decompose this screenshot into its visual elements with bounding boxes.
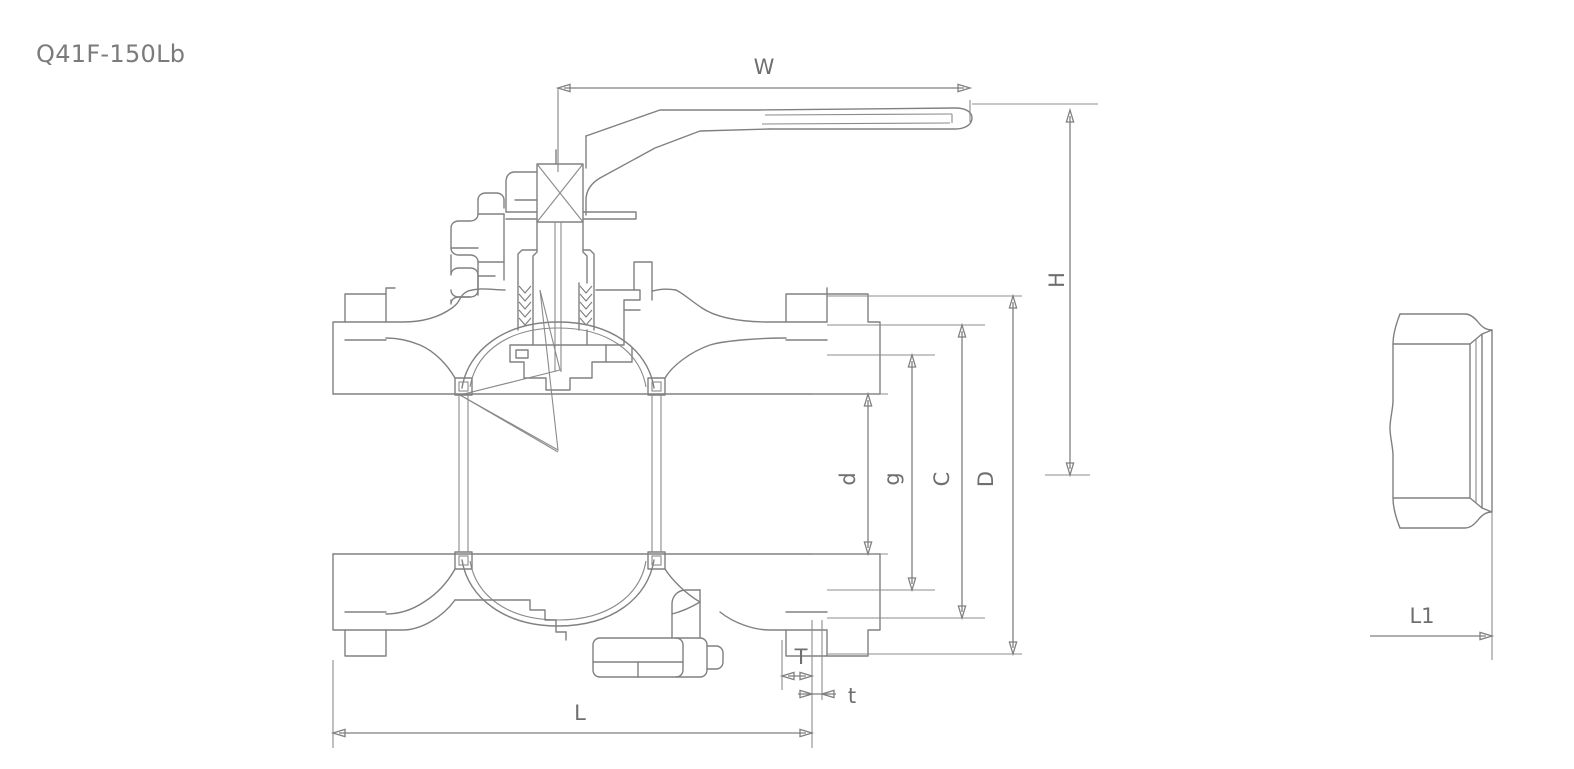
dimension-label-C: C [930,472,954,487]
dimension-T: T [779,645,815,681]
body-shell-upper [332,287,881,395]
extension-lines-right [781,295,1022,700]
flange-end-view [1389,313,1493,529]
packing-chevrons-right [578,282,595,331]
dimension-label-g: g [880,472,904,485]
page-title: Q41F-150Lb [36,40,186,68]
bonnet-stem-column [517,221,595,372]
dimension-label-L: L [574,701,586,725]
packing-chevrons-left [517,282,534,331]
dimension-t: t [798,684,856,708]
valve-seats [454,377,666,570]
dimension-label-t: t [848,684,856,708]
dimension-W: W [555,55,973,172]
bore-lines [332,393,881,555]
dimension-g: g [880,352,917,593]
bonnet-joint [509,261,653,391]
dimension-D: D [974,293,1018,657]
dimension-L1: L1 [1370,512,1495,660]
dimension-label-D: D [974,471,998,487]
stem-nut [536,149,584,223]
dimension-label-d: d [836,472,860,485]
stop-plate [505,171,637,220]
dimension-label-T: T [794,645,808,669]
dimension-label-L1: L1 [1409,604,1434,628]
lever-handle [585,107,973,216]
dimension-d: d [836,391,873,557]
dimension-label-H: H [1045,272,1069,288]
dimension-label-W: W [754,55,775,79]
body-shell-lower [332,553,881,657]
ball-element [458,289,655,627]
dimension-C: C [930,322,967,621]
dimension-L: L [330,660,815,748]
dimension-H: H [972,103,1098,478]
gland-bolt-left [450,192,505,305]
drain-plug [592,589,724,678]
